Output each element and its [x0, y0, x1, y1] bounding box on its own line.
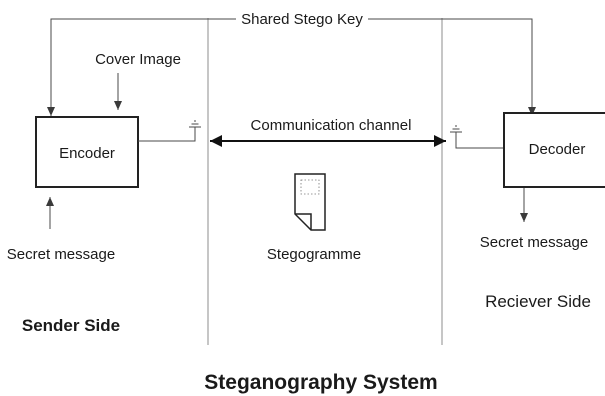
encoder-output-line: [138, 127, 196, 142]
decoder-label: Decoder: [529, 141, 586, 158]
ground-symbol-sender: [189, 120, 201, 128]
channel-label: Communication channel: [251, 117, 412, 134]
shared-key-path: [47, 18, 536, 116]
sender-side-label: Sender Side: [22, 316, 120, 335]
decoder-input-line: [455, 132, 504, 149]
diagram-title: Steganography System: [204, 371, 437, 394]
document-icon: [294, 173, 326, 231]
decoder-box: [503, 112, 605, 188]
encoder-box: [35, 116, 139, 188]
receiver-side-label: Reciever Side: [485, 292, 591, 311]
secret-message-receiver-label: Secret message: [480, 234, 588, 251]
encoder-label: Encoder: [59, 145, 115, 162]
secret-message-sender-label: Secret message: [7, 246, 115, 263]
shared-key-label: Shared Stego Key: [241, 11, 363, 28]
cover-image-label: Cover Image: [95, 51, 181, 68]
stegogramme-label: Stegogramme: [267, 246, 361, 263]
ground-symbol-receiver: [450, 125, 462, 133]
